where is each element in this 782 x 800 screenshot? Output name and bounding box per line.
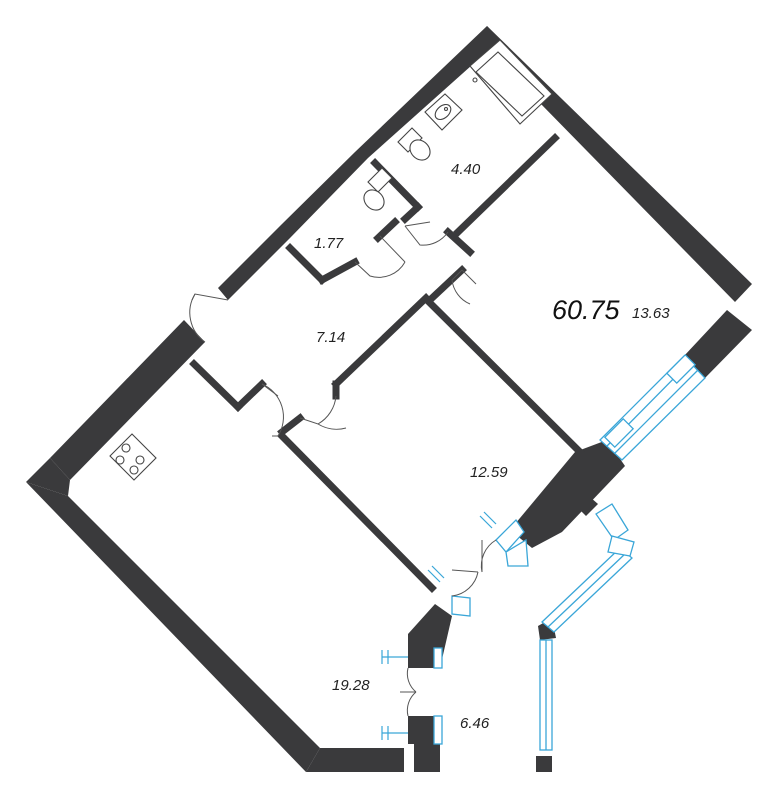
wall-wc-right: [373, 217, 400, 243]
outer-walls: [26, 26, 752, 772]
wall-wc-bottom: [285, 243, 327, 285]
wall-hall-bedroom-long: [425, 298, 585, 457]
windows: [433, 353, 706, 751]
wall-loggia-post-2: [408, 716, 438, 744]
wall-bottom-right: [536, 756, 552, 772]
door-loggia-1: [406, 667, 417, 693]
door-bath: [404, 225, 449, 246]
stove-icon: [109, 433, 157, 481]
wall-hall-left-2: [233, 379, 267, 412]
window-marks: [381, 511, 497, 740]
fixtures: [109, 39, 553, 481]
room-area-wc: 1.77: [314, 235, 344, 252]
wall-hall-left: [189, 359, 243, 412]
wall-center-pier: [510, 440, 625, 548]
room-area-kitchen-living: 19.28: [332, 677, 370, 694]
doors: [189, 221, 497, 717]
wall-top-left-slope: [218, 26, 500, 300]
wall-right-stub: [684, 310, 752, 378]
wc-toilet-icon: [363, 167, 393, 211]
wall-left-upper: [50, 320, 205, 480]
wall-loggia-post: [408, 652, 440, 666]
wall-left-lower: [26, 482, 320, 772]
bathtub-icon: [469, 39, 553, 125]
wall-bedroom-left: [277, 431, 437, 593]
wall-bath-door-jamb: [443, 227, 475, 257]
wall-wc-bottom-2: [317, 257, 360, 285]
room-area-bedroom: 12.59: [470, 464, 508, 481]
door-balcony-2: [451, 571, 479, 597]
door-balcony-1: [480, 539, 497, 573]
total-area-label: 60.75: [552, 295, 621, 325]
wall-top-right-slope: [487, 26, 752, 302]
wall-left-corner: [26, 458, 70, 496]
room-area-hallway: 7.14: [316, 329, 345, 346]
door-kitchen: [261, 383, 284, 437]
room-area-balcony: 6.46: [460, 715, 490, 732]
door-bedroom: [299, 395, 337, 425]
room-area-bathroom: 4.40: [451, 161, 481, 178]
room-area-bedroom-large: 13.63: [632, 305, 670, 322]
door-bedroom-large: [451, 269, 471, 305]
wall-bath-right: [453, 133, 560, 237]
toilet-icon: [397, 127, 431, 161]
wall-bottom: [306, 748, 404, 772]
door-wc: [354, 261, 406, 278]
wall-hall-inner: [331, 293, 431, 389]
wall-bedroom-top: [277, 413, 305, 437]
door-loggia-2: [406, 691, 417, 717]
wall-center-pier-2: [570, 490, 598, 516]
wall-bath-corridor: [400, 202, 423, 224]
wall-bottom-mid: [414, 744, 440, 772]
sink-icon: [424, 93, 463, 131]
